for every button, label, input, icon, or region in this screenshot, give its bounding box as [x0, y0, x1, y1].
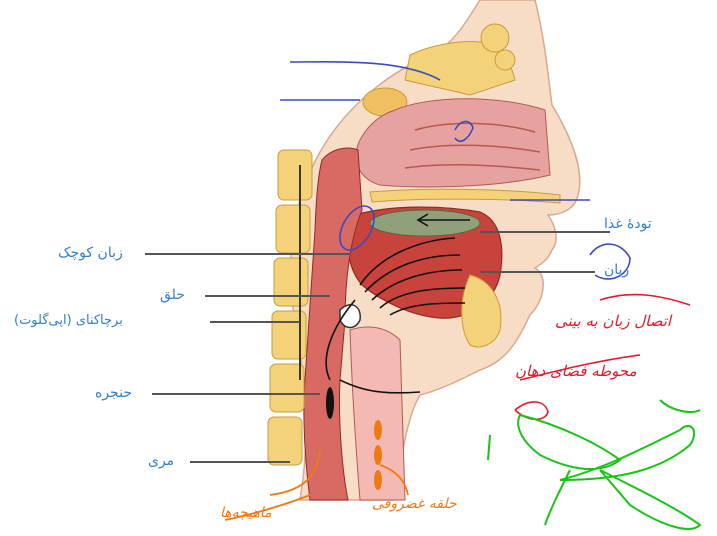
annotation-rings: حلقه غضروفی	[372, 496, 457, 512]
label-food-bolus: تودهٔ غذا	[604, 216, 652, 232]
label-epiglottis: برچاکنای (اپی‌گلوت)	[14, 313, 123, 328]
label-pharynx: حلق	[160, 287, 185, 303]
label-tongue: زبان	[604, 262, 629, 278]
label-larynx: حنجره	[95, 385, 132, 401]
label-esophagus: مری	[148, 453, 174, 469]
ink-strokes-green	[488, 400, 700, 529]
annotation-oral-cavity: محوطه فضای دهان	[515, 362, 637, 380]
food-bolus	[370, 210, 480, 236]
label-soft-palate: زبان کوچک	[58, 245, 123, 261]
annotation-muscles: ماهیچه‌ها	[220, 505, 272, 521]
annotation-mouth-link: اتصال زبان به بینی	[555, 312, 671, 330]
